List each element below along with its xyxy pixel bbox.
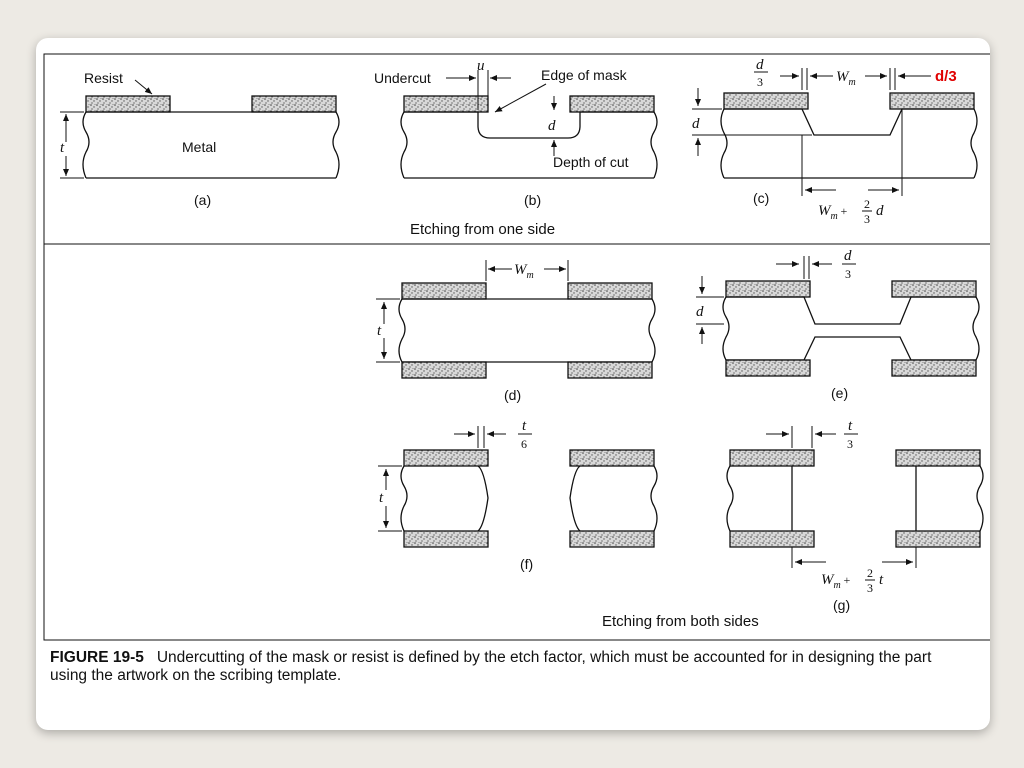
both-sides-title: Etching from both sides bbox=[602, 613, 759, 630]
d-label: d bbox=[548, 118, 556, 134]
wm-label: Wm bbox=[836, 69, 856, 88]
undercut-label: Undercut bbox=[374, 70, 431, 86]
svg-text:3: 3 bbox=[867, 581, 873, 595]
metal-label: Metal bbox=[182, 139, 216, 155]
caption-text: Undercutting of the mask or resist is de… bbox=[50, 649, 932, 684]
slide: t Resist Metal (a) Undercut u Edge of ma… bbox=[36, 38, 990, 730]
svg-text:2: 2 bbox=[867, 566, 873, 580]
resist-label: Resist bbox=[84, 70, 123, 86]
svg-text:d: d bbox=[692, 116, 700, 132]
panel-f-label: (f) bbox=[520, 556, 533, 572]
svg-text:t: t bbox=[377, 323, 382, 339]
resist-right bbox=[251, 95, 337, 113]
etching-figure: t Resist Metal (a) Undercut u Edge of ma… bbox=[43, 53, 990, 641]
d-third-red-label: d/3 bbox=[935, 68, 957, 85]
svg-text:d: d bbox=[844, 248, 852, 264]
resist-left bbox=[85, 95, 171, 113]
wm-two-thirds-t-label: Wm+ bbox=[821, 572, 851, 591]
panel-a-label: (a) bbox=[194, 192, 211, 208]
panel-c-label: (c) bbox=[753, 190, 769, 206]
svg-text:t: t bbox=[379, 490, 384, 506]
panel-a: t Resist Metal (a) bbox=[60, 70, 340, 208]
svg-text:3: 3 bbox=[847, 437, 853, 451]
u-label: u bbox=[477, 58, 485, 74]
t-label: t bbox=[60, 140, 65, 156]
svg-text:3: 3 bbox=[864, 212, 870, 226]
svg-text:t: t bbox=[879, 572, 884, 588]
panel-g-label: (g) bbox=[833, 597, 850, 613]
svg-text:d: d bbox=[756, 57, 764, 73]
svg-text:6: 6 bbox=[521, 437, 527, 451]
panel-e-label: (e) bbox=[831, 385, 848, 401]
panel-c: d 3 Wm d/3 d Wm+ 2 3 d (c) bbox=[692, 57, 978, 226]
panel-d: Wm t (d) bbox=[376, 260, 656, 403]
svg-text:3: 3 bbox=[757, 75, 763, 89]
panel-d-label: (d) bbox=[504, 387, 521, 403]
svg-text:d: d bbox=[876, 203, 884, 219]
svg-text:t: t bbox=[522, 418, 527, 434]
panel-g: t 3 Wm+ 2 3 t (g) bbox=[726, 418, 984, 613]
figure-frame bbox=[43, 53, 990, 641]
svg-text:t: t bbox=[848, 418, 853, 434]
svg-text:Wm: Wm bbox=[514, 262, 534, 281]
panel-e: d 3 d (e) bbox=[696, 248, 980, 401]
svg-text:3: 3 bbox=[845, 267, 851, 281]
edge-of-mask-label: Edge of mask bbox=[541, 67, 628, 83]
svg-text:d: d bbox=[696, 304, 704, 320]
panel-b: Undercut u Edge of mask d Depth of cut (… bbox=[374, 58, 658, 208]
one-side-title: Etching from one side bbox=[410, 221, 555, 238]
panel-b-label: (b) bbox=[524, 192, 541, 208]
wm-two-thirds-d-label: Wm+ bbox=[818, 203, 848, 222]
panel-f: t 6 t (f) bbox=[378, 418, 658, 572]
figure-caption: FIGURE 19-5 Undercutting of the mask or … bbox=[50, 649, 970, 685]
figure-number: FIGURE 19-5 bbox=[50, 649, 144, 666]
depth-of-cut-label: Depth of cut bbox=[553, 154, 629, 170]
svg-text:2: 2 bbox=[864, 197, 870, 211]
